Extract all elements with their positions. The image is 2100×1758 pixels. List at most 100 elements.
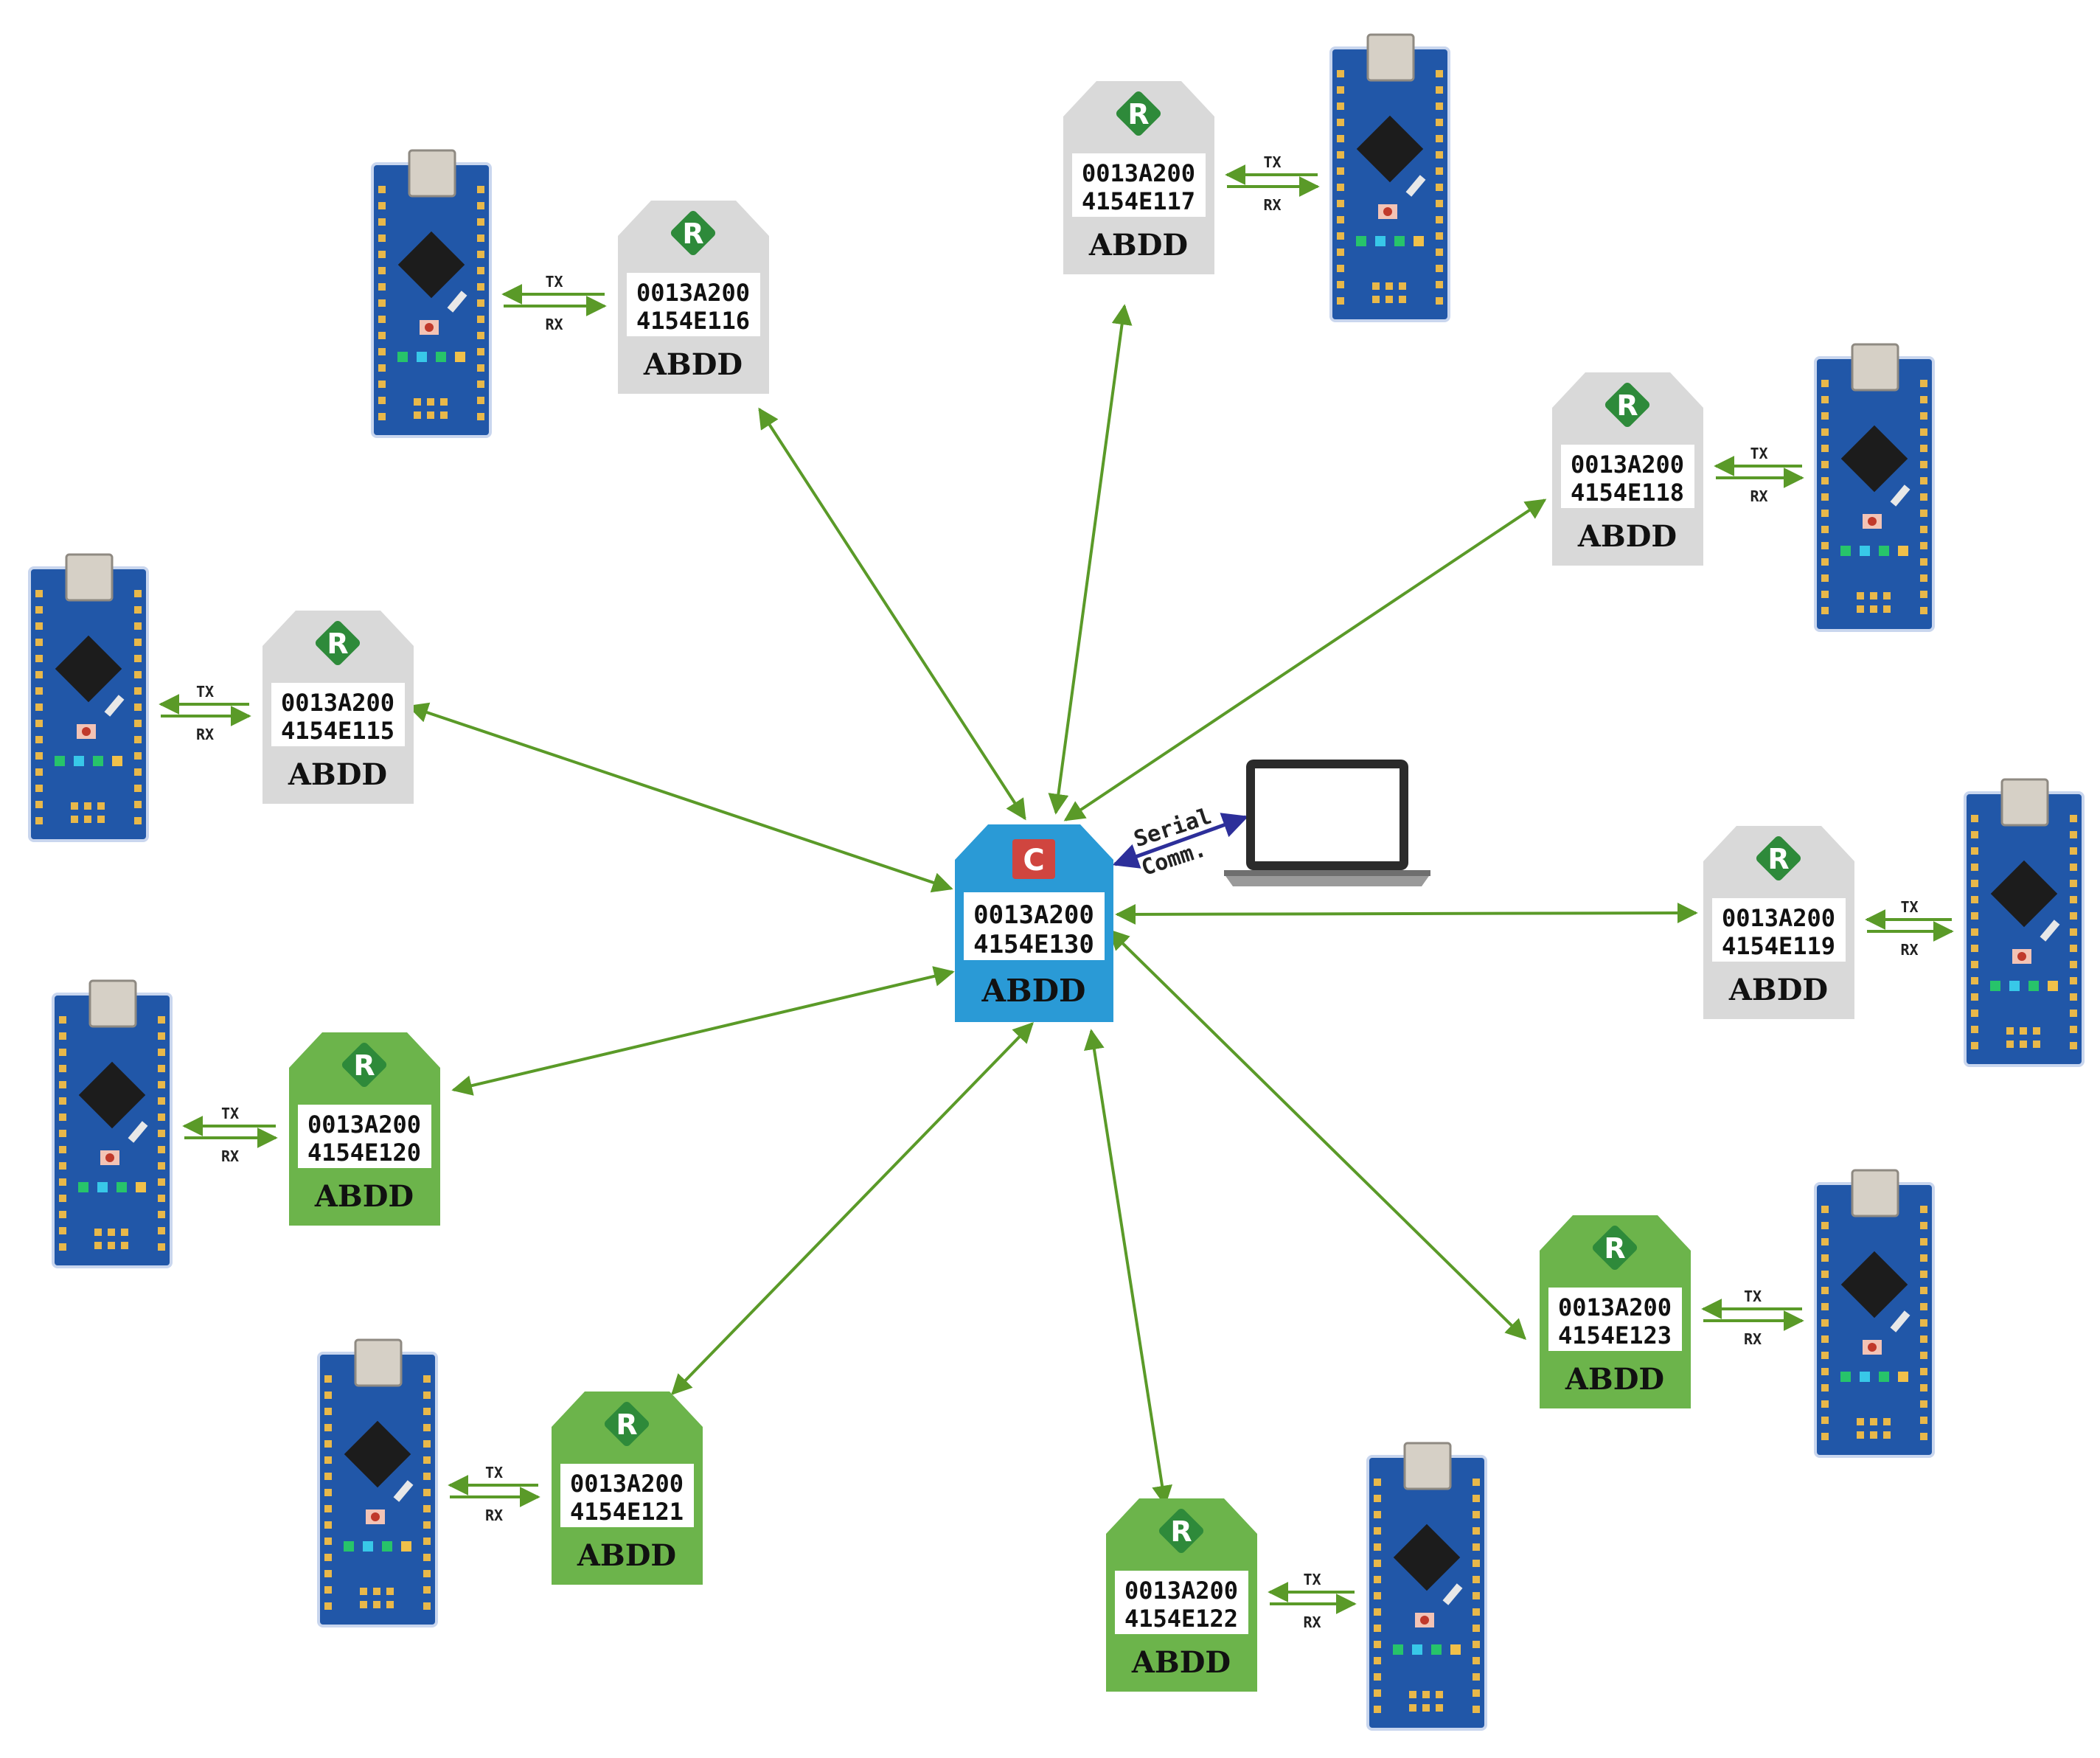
- arduino-board-e121: [317, 1338, 438, 1627]
- router-role-letter: R: [1604, 1232, 1625, 1265]
- router-address-1: 0013A200: [1571, 451, 1684, 479]
- links-layer: [407, 304, 1698, 1507]
- router-role-badge: [1604, 382, 1650, 428]
- router-role-letter: R: [1127, 98, 1149, 131]
- txrx-link-e119: TX RX: [1865, 898, 1954, 959]
- coordinator-address-1: 0013A200: [973, 900, 1094, 930]
- router-address-1: 0013A200: [1558, 1293, 1672, 1321]
- arduino-board-e117: [1329, 33, 1450, 322]
- usb-connector-icon: [1851, 343, 1899, 392]
- tx-label: TX: [1263, 153, 1281, 171]
- tx-label: TX: [485, 1464, 503, 1481]
- router-role-badge: [315, 620, 361, 666]
- rx-label: RX: [485, 1507, 503, 1524]
- router-address-2: 4154E123: [1558, 1321, 1672, 1349]
- usb-connector-icon: [65, 553, 114, 602]
- link-e116: [758, 407, 1026, 821]
- nodes-layer: R0013A2004154E116ABDDTXRXR0013A2004154E1…: [28, 33, 2085, 1731]
- tx-label: TX: [1900, 898, 1918, 916]
- router-role-badge: [670, 210, 716, 256]
- usb-connector-icon: [1403, 1442, 1452, 1490]
- router-address-2: 4154E119: [1722, 932, 1835, 960]
- link-e121: [671, 1021, 1034, 1396]
- router-role-badge: [604, 1401, 650, 1447]
- router-label: ABDD: [288, 757, 387, 792]
- link-e118: [1063, 498, 1547, 821]
- rx-label: RX: [545, 316, 563, 333]
- arduino-board-e123: [1814, 1169, 1935, 1458]
- router-label: ABDD: [314, 1179, 414, 1214]
- router-label: ABDD: [643, 347, 743, 382]
- txrx-link-e116: TX RX: [501, 273, 607, 333]
- usb-connector-icon: [408, 149, 456, 198]
- link-e115: [407, 702, 953, 893]
- router-role-letter: R: [682, 218, 703, 250]
- arduino-board-e116: [371, 149, 492, 438]
- coordinator-node[interactable]: C 0013A200 4154E130 ABDD: [955, 824, 1113, 1022]
- router-address-1: 0013A200: [281, 689, 394, 717]
- router-label: ABDD: [1565, 1362, 1664, 1397]
- coordinator-role-badge: [1012, 839, 1055, 879]
- coordinator-address-2: 4154E130: [973, 930, 1094, 959]
- link-e117: [1048, 304, 1133, 815]
- txrx-link-e121: TX RX: [448, 1464, 540, 1524]
- link-e123: [1108, 929, 1526, 1340]
- router-address-2: 4154E115: [281, 717, 394, 745]
- link-e122: [1084, 1029, 1172, 1507]
- router-role-letter: R: [327, 628, 348, 660]
- router-role-badge: [1158, 1508, 1204, 1554]
- link-e119: [1115, 903, 1698, 925]
- router-label: ABDD: [577, 1538, 676, 1573]
- rx-label: RX: [1900, 941, 1918, 959]
- router-role-badge: [1592, 1225, 1638, 1271]
- router-address-1: 0013A200: [1722, 904, 1835, 932]
- arduino-board-e115: [28, 553, 149, 842]
- router-role-badge: [1756, 835, 1801, 881]
- router-label: ABDD: [1577, 519, 1677, 554]
- arduino-board-e119: [1964, 778, 2085, 1067]
- router-address-2: 4154E121: [570, 1498, 684, 1526]
- arduino-board-e122: [1366, 1442, 1487, 1731]
- rx-label: RX: [1263, 196, 1281, 214]
- router-address-2: 4154E122: [1124, 1605, 1238, 1633]
- router-address-2: 4154E120: [307, 1139, 421, 1167]
- router-role-letter: R: [1170, 1515, 1192, 1548]
- arduino-board-e120: [52, 979, 173, 1268]
- router-address-2: 4154E118: [1571, 479, 1684, 507]
- router-role-letter: R: [616, 1408, 637, 1441]
- router-address-1: 0013A200: [1082, 159, 1195, 187]
- usb-connector-icon: [1366, 33, 1415, 82]
- tx-label: TX: [545, 273, 563, 291]
- router-address-1: 0013A200: [570, 1470, 684, 1498]
- serial-link: Serial Comm.: [1112, 804, 1249, 881]
- router-role-letter: R: [353, 1049, 375, 1082]
- tx-label: TX: [196, 683, 214, 701]
- arduino-board-e118: [1814, 343, 1935, 632]
- coordinator-role-letter: C: [1023, 844, 1044, 878]
- router-address-1: 0013A200: [1124, 1577, 1238, 1605]
- router-role-badge: [341, 1042, 387, 1088]
- txrx-link-e117: TX RX: [1225, 153, 1320, 214]
- router-role-letter: R: [1616, 389, 1638, 422]
- router-role-badge: [1116, 91, 1161, 136]
- router-label: ABDD: [1088, 228, 1188, 263]
- rx-label: RX: [221, 1147, 239, 1165]
- usb-connector-icon: [1851, 1169, 1899, 1217]
- tx-label: TX: [1744, 1288, 1762, 1305]
- router-address-2: 4154E116: [636, 307, 750, 335]
- router-address-1: 0013A200: [636, 279, 750, 307]
- tx-label: TX: [1750, 445, 1767, 462]
- link-e120: [451, 966, 955, 1096]
